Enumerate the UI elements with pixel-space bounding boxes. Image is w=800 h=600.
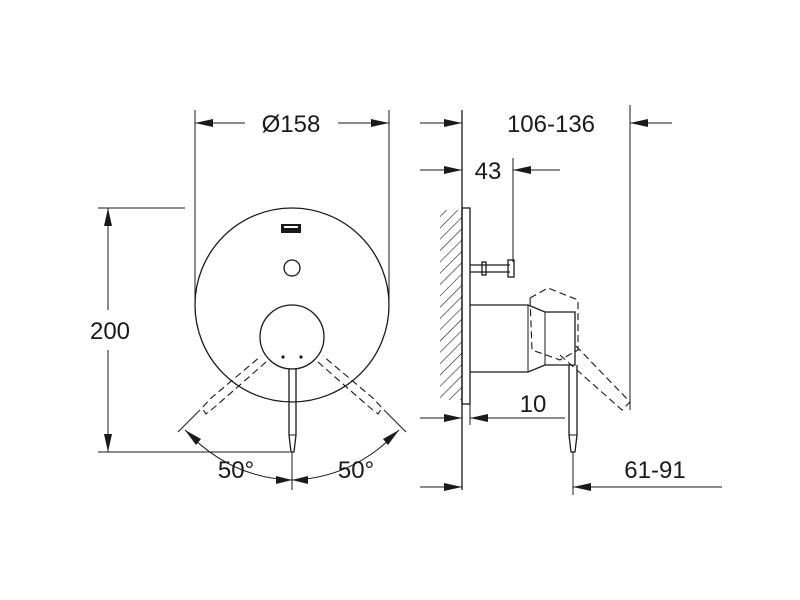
lever-position-left	[201, 355, 267, 415]
angle-left-label: 50°	[218, 457, 254, 484]
height-label: 200	[90, 318, 130, 345]
side-handle-body	[470, 304, 576, 373]
front-rosette	[194, 207, 390, 403]
stem-offset-label: 43	[475, 158, 502, 185]
side-plate	[461, 207, 471, 405]
install-range-dimension: 61-91	[420, 452, 722, 495]
wall-hatch	[440, 210, 462, 400]
handle-base	[259, 304, 325, 370]
diverter-knob	[283, 259, 301, 277]
depth-dimension: 106-136	[420, 105, 672, 410]
lever-position-right	[317, 355, 383, 415]
diameter-label: Ø158	[262, 111, 321, 138]
diameter-dimension: Ø158	[194, 110, 390, 300]
height-dimension: 200	[90, 207, 290, 453]
side-view	[440, 110, 631, 490]
install-range-label: 61-91	[624, 457, 685, 484]
depth-label: 106-136	[507, 111, 595, 138]
stem-offset-dimension: 43	[420, 158, 560, 262]
front-view	[194, 207, 390, 453]
brand-logo-icon	[281, 224, 301, 233]
angle-right-label: 50°	[338, 457, 374, 484]
lever-offset-label: 10	[520, 391, 547, 418]
side-diverter-stem	[470, 259, 515, 278]
front-lever	[288, 369, 297, 453]
side-lever	[568, 365, 578, 453]
lever-offset-dimension: 10	[420, 391, 565, 425]
angle-dimensions: 50° 50°	[177, 409, 407, 490]
side-lever-raised	[529, 287, 631, 411]
